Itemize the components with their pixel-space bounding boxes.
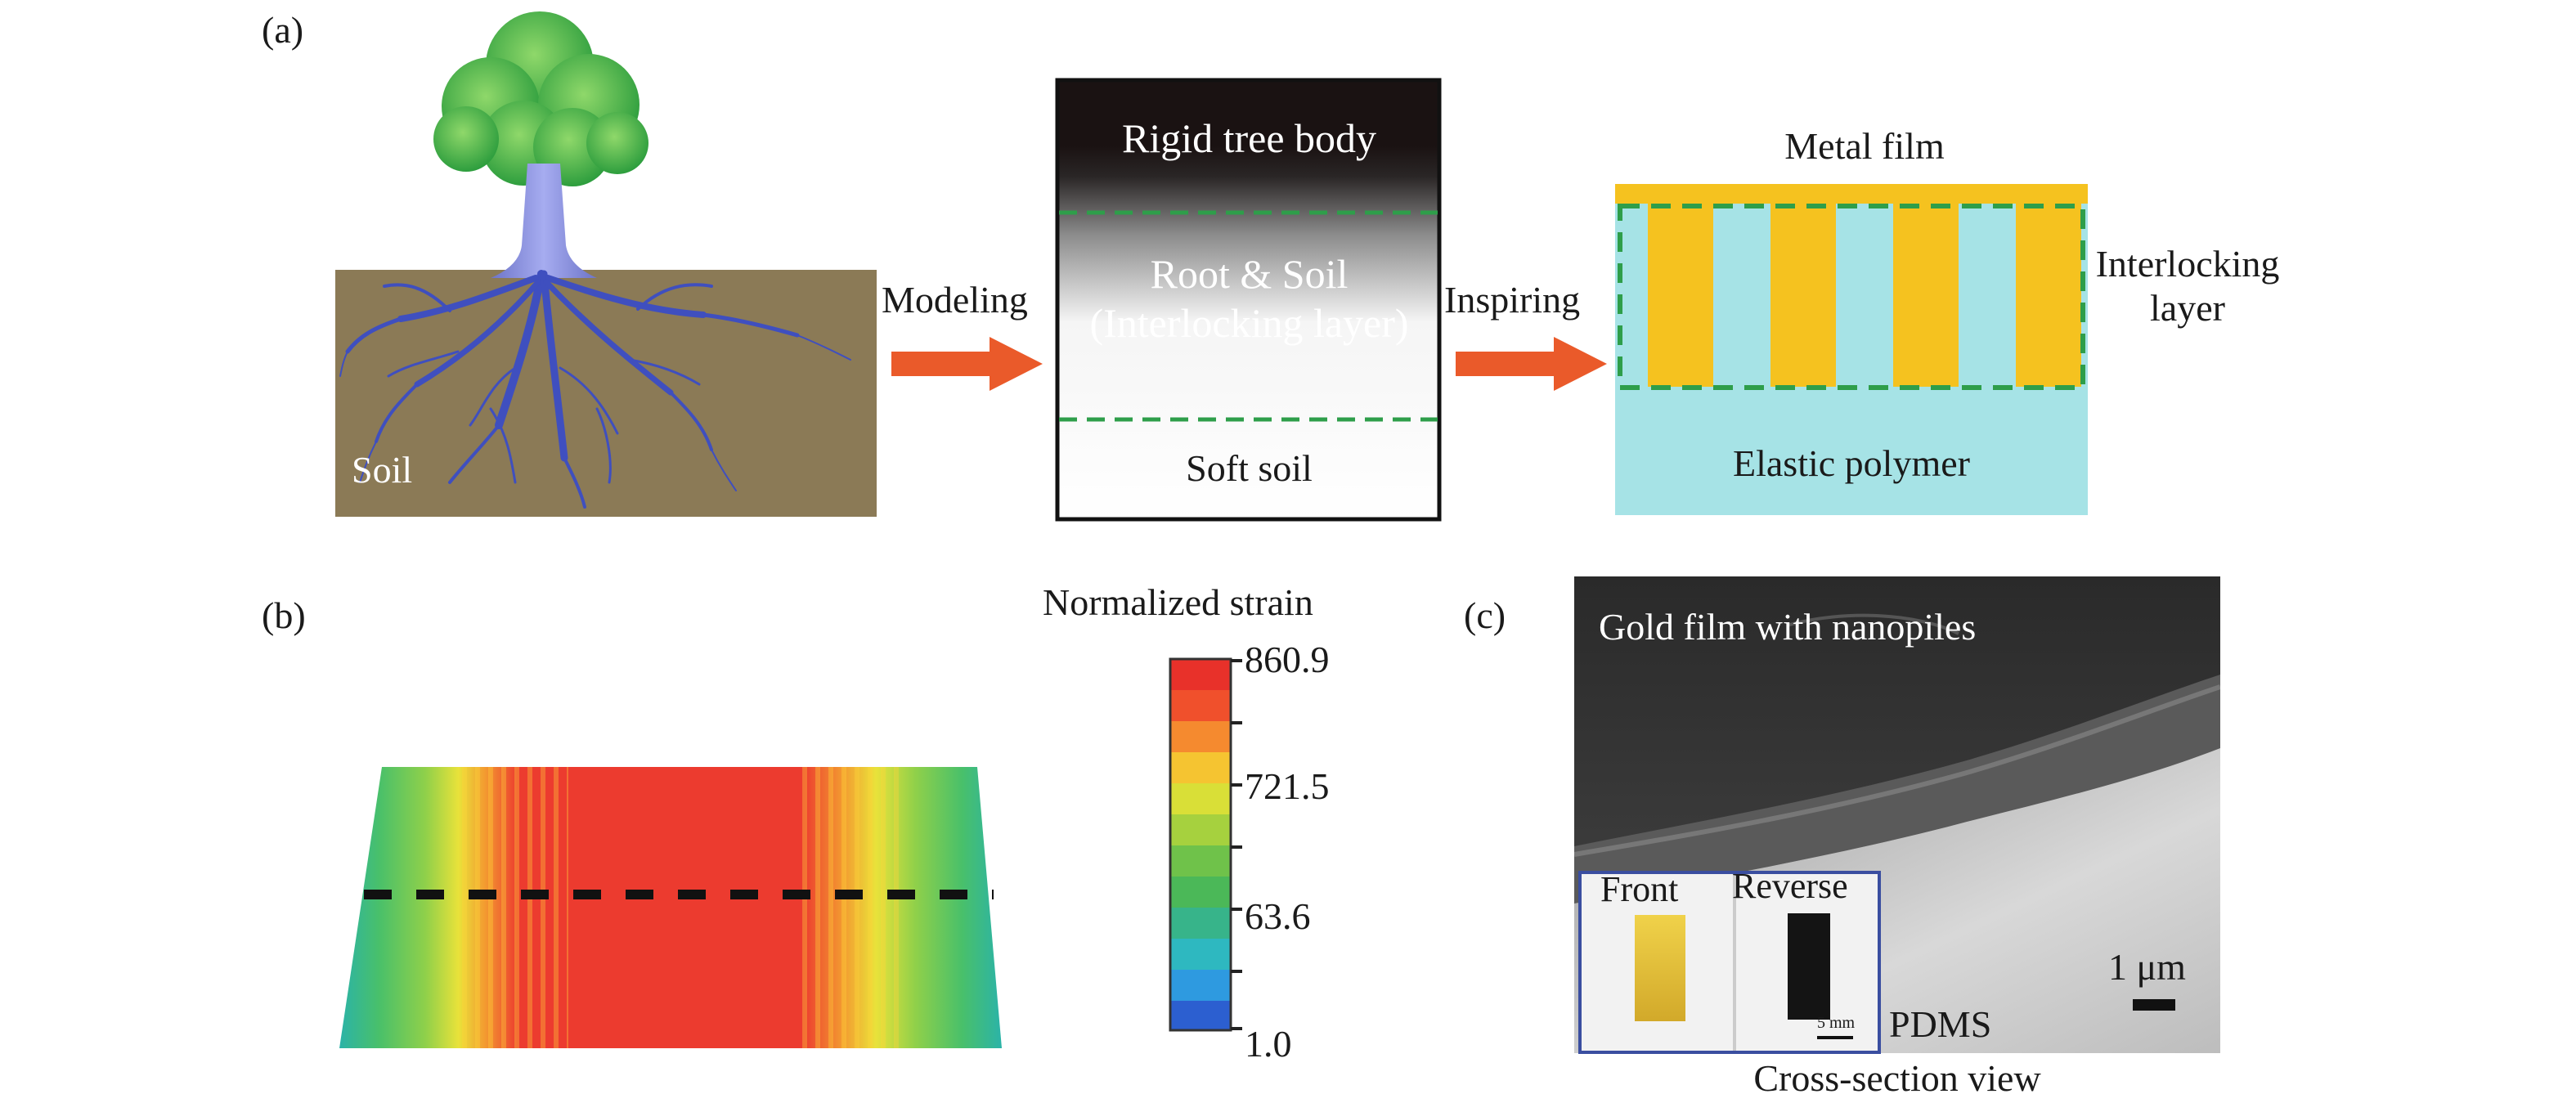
colorbar-tick-min: 1.0 bbox=[1245, 1023, 1292, 1065]
inset-front-label: Front bbox=[1600, 869, 1679, 909]
nanopile-4 bbox=[2016, 200, 2081, 387]
soil-label: Soil bbox=[352, 449, 413, 491]
inset-divider bbox=[1733, 874, 1736, 1051]
scale-bar-label: 1 μm bbox=[2108, 946, 2186, 988]
panel-c-label: (c) bbox=[1464, 594, 1506, 636]
inset-scale-label: 5 mm bbox=[1817, 1014, 1856, 1032]
interlocking-label-2: layer bbox=[2150, 287, 2225, 329]
sem-title: Gold film with nanopiles bbox=[1599, 606, 1977, 648]
inset-photo bbox=[1578, 871, 1881, 1054]
strain-map bbox=[339, 767, 1002, 1048]
interlocking-dashed-box bbox=[1618, 204, 2085, 390]
modeling-arrow bbox=[891, 337, 1043, 391]
colorbar-tick-max: 860.9 bbox=[1245, 639, 1330, 680]
panel-b-label: (b) bbox=[262, 594, 306, 636]
model-top-label: Rigid tree body bbox=[1121, 115, 1377, 161]
modeling-label: Modeling bbox=[882, 279, 1028, 321]
cross-section-caption: Cross-section view bbox=[1753, 1057, 2041, 1099]
tree-trunk bbox=[491, 164, 597, 278]
model-box bbox=[1055, 78, 1442, 522]
model-bottom-label: Soft soil bbox=[1186, 447, 1313, 489]
inspiring-arrow bbox=[1456, 337, 1607, 391]
elastic-polymer-label: Elastic polymer bbox=[1733, 442, 1970, 484]
colorbar-tick-2: 721.5 bbox=[1245, 765, 1330, 807]
inset-scale-bar bbox=[1817, 1036, 1853, 1039]
front-sample bbox=[1635, 915, 1685, 1021]
interlocking-label-1: Interlocking bbox=[2095, 243, 2280, 285]
nanopile-1 bbox=[1648, 200, 1713, 387]
tree-soil-illustration bbox=[335, 11, 877, 517]
model-middle-label-1: Root & Soil bbox=[1150, 251, 1349, 297]
tree-foliage bbox=[433, 11, 648, 186]
reverse-sample bbox=[1788, 913, 1830, 1020]
colorbar bbox=[1169, 657, 1242, 1032]
inset-reverse-label: Reverse bbox=[1732, 866, 1848, 906]
nanopile-3 bbox=[1893, 200, 1959, 387]
interlocking-structure bbox=[1615, 184, 2088, 515]
soil-block bbox=[335, 270, 877, 517]
nanopile-2 bbox=[1770, 200, 1836, 387]
pdms-label: PDMS bbox=[1889, 1003, 1992, 1045]
colorbar-title: Normalized strain bbox=[1043, 581, 1313, 623]
model-middle-label-2: (Interlocking layer) bbox=[1089, 300, 1409, 346]
panel-a-label: (a) bbox=[262, 9, 304, 51]
colorbar-tick-3: 63.6 bbox=[1245, 895, 1311, 937]
tree-roots bbox=[339, 270, 851, 509]
inspiring-label: Inspiring bbox=[1444, 279, 1581, 321]
metal-film-label: Metal film bbox=[1784, 125, 1945, 167]
scale-bar bbox=[2133, 999, 2175, 1011]
